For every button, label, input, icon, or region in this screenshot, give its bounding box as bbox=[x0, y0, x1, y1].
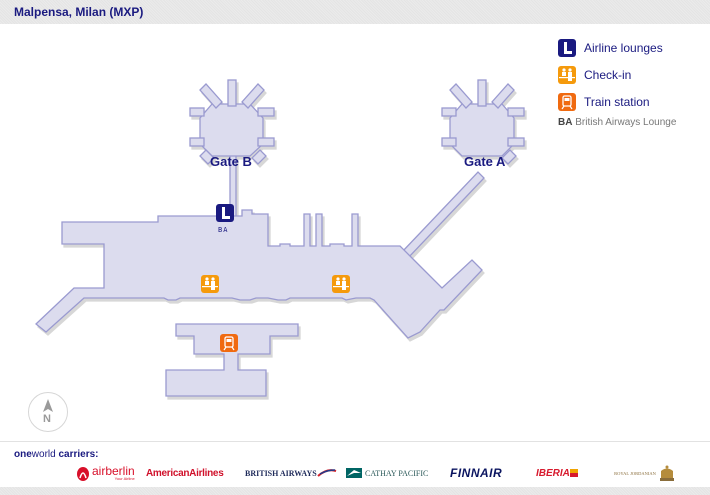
legend-note-text: British Airways Lounge bbox=[575, 117, 677, 128]
legend-label: Airline lounges bbox=[584, 41, 663, 55]
carrier-british-airways[interactable]: BRITISH AIRWAYS bbox=[245, 462, 337, 484]
train-icon bbox=[223, 336, 235, 351]
checkin-marker-2[interactable] bbox=[332, 275, 350, 293]
legend-label: Check-in bbox=[584, 68, 632, 82]
carriers-title-one: one bbox=[14, 449, 32, 460]
legend-item-lounges: Airline lounges bbox=[558, 39, 678, 57]
ba-speedmarque-icon bbox=[317, 469, 337, 477]
carrier-name: BRITISH AIRWAYS bbox=[245, 468, 317, 478]
carriers-title: oneworld carriers: bbox=[14, 449, 99, 460]
carriers-title-world: world bbox=[31, 449, 56, 460]
footer-divider bbox=[0, 441, 710, 442]
carrier-american-airlines[interactable]: AmericanAirlines bbox=[146, 462, 224, 484]
train-station-marker[interactable] bbox=[220, 334, 238, 352]
legend-item-checkin: Check-in bbox=[558, 66, 678, 84]
gate-b-pier bbox=[189, 79, 275, 221]
carrier-tagline: Your Airline bbox=[114, 475, 135, 481]
checkin-marker-1[interactable] bbox=[201, 275, 219, 293]
gate-a-label: Gate A bbox=[464, 154, 506, 169]
cathay-logo-icon bbox=[346, 468, 362, 478]
carrier-name: IBERIA bbox=[536, 467, 570, 479]
checkin-icon bbox=[558, 66, 576, 84]
legend-note-code: BA bbox=[558, 117, 573, 128]
carrier-airberlin[interactable]: airberlin Your Airline bbox=[76, 462, 135, 484]
carriers-title-rest: carriers: bbox=[55, 449, 99, 460]
carrier-logos: airberlin Your Airline AmericanAirlines … bbox=[0, 462, 710, 484]
compass-label: N bbox=[43, 413, 51, 425]
royal-jordanian-crown-icon bbox=[660, 465, 674, 481]
compass: N bbox=[28, 392, 68, 432]
lounge-icon bbox=[558, 39, 576, 57]
carrier-name: CATHAY PACIFIC bbox=[365, 468, 429, 478]
carrier-name: ROYAL JORDANIAN bbox=[614, 470, 656, 476]
checkin-icon bbox=[333, 277, 349, 290]
carrier-name: FINNAIR bbox=[450, 466, 503, 480]
main-terminal bbox=[35, 209, 483, 339]
carrier-name: airberlin bbox=[92, 463, 135, 478]
legend-label: Train station bbox=[584, 95, 650, 109]
lounge-icon bbox=[222, 207, 230, 219]
gate-b-label: Gate B bbox=[210, 154, 252, 169]
iberia-logo-icon bbox=[569, 469, 578, 477]
lounge-marker[interactable] bbox=[216, 204, 234, 222]
north-arrow-icon bbox=[43, 399, 53, 412]
header-bar: Malpensa, Milan (MXP) bbox=[0, 0, 710, 24]
carrier-royal-jordanian[interactable]: ROYAL JORDANIAN bbox=[612, 462, 676, 484]
lounge-tag: BA bbox=[218, 226, 229, 234]
legend-note: BA British Airways Lounge bbox=[558, 117, 678, 128]
terminal-map[interactable]: Gate B Gate A BA N bbox=[0, 24, 710, 439]
carrier-iberia[interactable]: IBERIA bbox=[536, 462, 578, 484]
page-title: Malpensa, Milan (MXP) bbox=[14, 5, 144, 19]
carrier-cathay-pacific[interactable]: CATHAY PACIFIC bbox=[346, 462, 428, 484]
terminal-floorplan bbox=[35, 79, 525, 397]
train-station-block bbox=[165, 323, 299, 397]
airberlin-logo-icon bbox=[77, 467, 89, 481]
footer-bar bbox=[0, 487, 710, 495]
train-icon bbox=[558, 93, 576, 111]
gate-a-pier bbox=[401, 79, 525, 259]
carrier-name: AmericanAirlines bbox=[146, 467, 224, 479]
legend-item-train: Train station bbox=[558, 93, 678, 111]
legend: Airline lounges Check-in Train station B… bbox=[558, 39, 678, 128]
checkin-icon bbox=[202, 277, 218, 290]
carrier-finnair[interactable]: FINNAIR bbox=[450, 462, 502, 484]
